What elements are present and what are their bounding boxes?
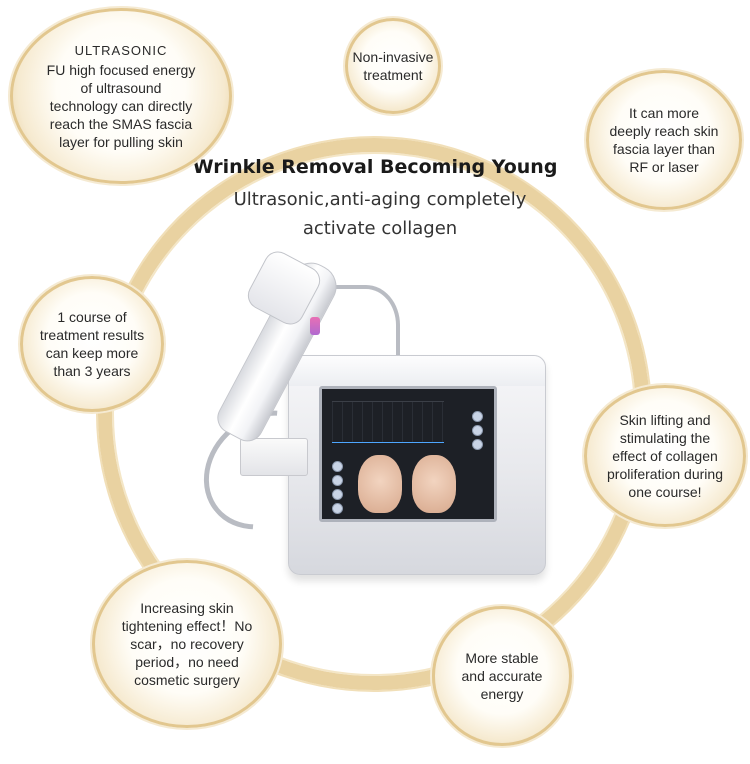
screen-button-icon <box>472 439 483 450</box>
badge-ultrasonic-heading: ULTRASONIC <box>74 42 168 58</box>
badge-ultrasonic-text: FU high focused energy of ultrasound tec… <box>46 61 196 150</box>
badge-deep-reach-text: It can more deeply reach skin fascia lay… <box>609 105 719 175</box>
handpiece-holder <box>240 438 308 476</box>
badge-ultrasonic: ULTRASONIC FU high focused energy of ult… <box>10 8 232 184</box>
handpiece-cable-top <box>332 285 400 365</box>
handpiece-button-icon <box>310 317 320 335</box>
subline: Ultrasonic,anti-aging completely activat… <box>233 189 527 239</box>
headline: Wrinkle Removal Becoming Young <box>192 156 558 178</box>
screen-waveform <box>332 401 444 443</box>
screen-button-icon <box>332 475 343 486</box>
badge-non-invasive-text: Non-invasive treatment <box>352 49 434 83</box>
device-screen <box>319 386 497 522</box>
screen-button-icon <box>332 461 343 472</box>
badge-lifting: Skin lifting and stimulating the effect … <box>584 385 746 527</box>
screen-button-icon <box>332 489 343 500</box>
device-cabinet <box>288 355 546 575</box>
screen-button-icon <box>332 503 343 514</box>
cabinet-top <box>289 356 545 386</box>
face-left-icon <box>358 455 402 513</box>
badge-non-invasive: Non-invasive treatment <box>345 18 441 114</box>
badge-course: 1 course of treatment results can keep m… <box>20 276 164 412</box>
hifu-device-illustration <box>179 246 550 575</box>
badge-deep-reach: It can more deeply reach skin fascia lay… <box>586 70 742 210</box>
badge-stable-text: More stable and accurate energy <box>461 650 543 702</box>
badge-course-text: 1 course of treatment results can keep m… <box>39 309 145 379</box>
face-right-icon <box>412 455 456 513</box>
badge-tightening: Increasing skin tightening effect！No sca… <box>92 560 282 728</box>
badge-lifting-text: Skin lifting and stimulating the effect … <box>607 412 723 500</box>
screen-button-icon <box>472 411 483 422</box>
badge-tightening-text: Increasing skin tightening effect！No sca… <box>121 600 253 688</box>
screen-button-icon <box>472 425 483 436</box>
badge-stable: More stable and accurate energy <box>432 606 572 746</box>
